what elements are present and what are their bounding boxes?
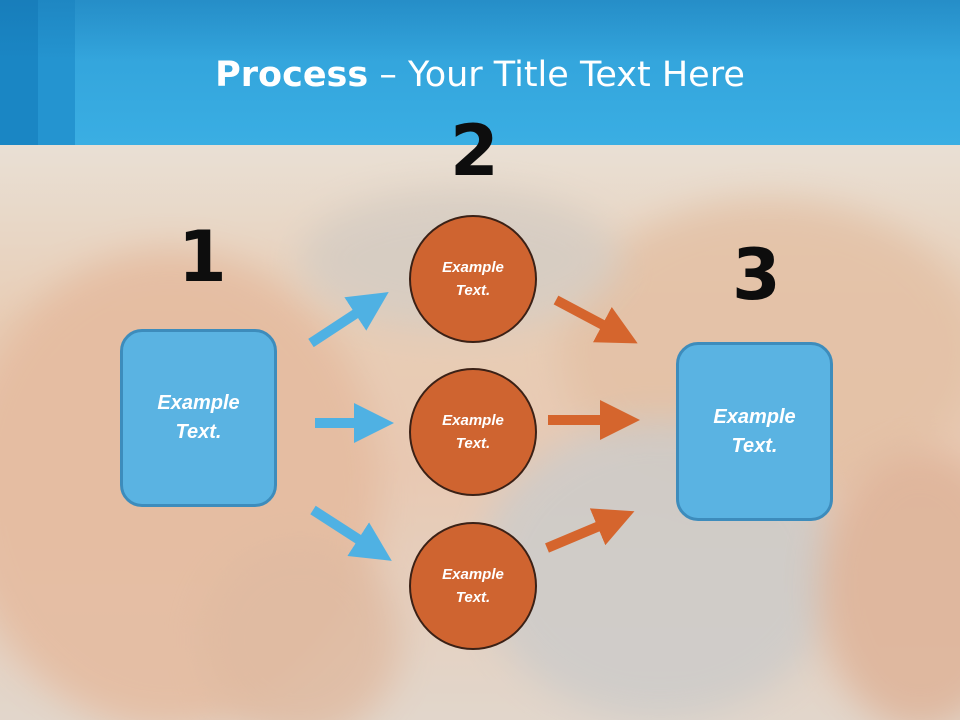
circle-middle-text: Example Text. [442,412,504,452]
circle-top: Example Text. [409,215,537,343]
circle-bottom-text: Example Text. [442,566,504,606]
arrow-to-bottom-circle [310,505,392,561]
circle-bottom: Example Text. [409,522,537,650]
circle-middle: Example Text. [409,368,537,496]
slide-title: Process – Your Title Text Here [0,55,960,95]
step-number-3: 3 [732,234,781,316]
step-number-1: 1 [178,216,227,298]
right-box: Example Text. [676,342,833,521]
title-bold: Process [215,55,369,95]
title-banner [0,0,960,145]
arrow-from-top-circle [553,295,638,344]
title-rest: – Your Title Text Here [368,55,745,95]
arrow-to-top-circle [308,292,389,348]
step-number-2: 2 [450,110,499,192]
arrow-from-bottom-circle [545,508,635,553]
right-box-text: Example Text. [713,405,796,457]
left-box: Example Text. [120,329,277,507]
left-box-text: Example Text. [157,392,240,443]
circle-top-text: Example Text. [442,259,504,299]
